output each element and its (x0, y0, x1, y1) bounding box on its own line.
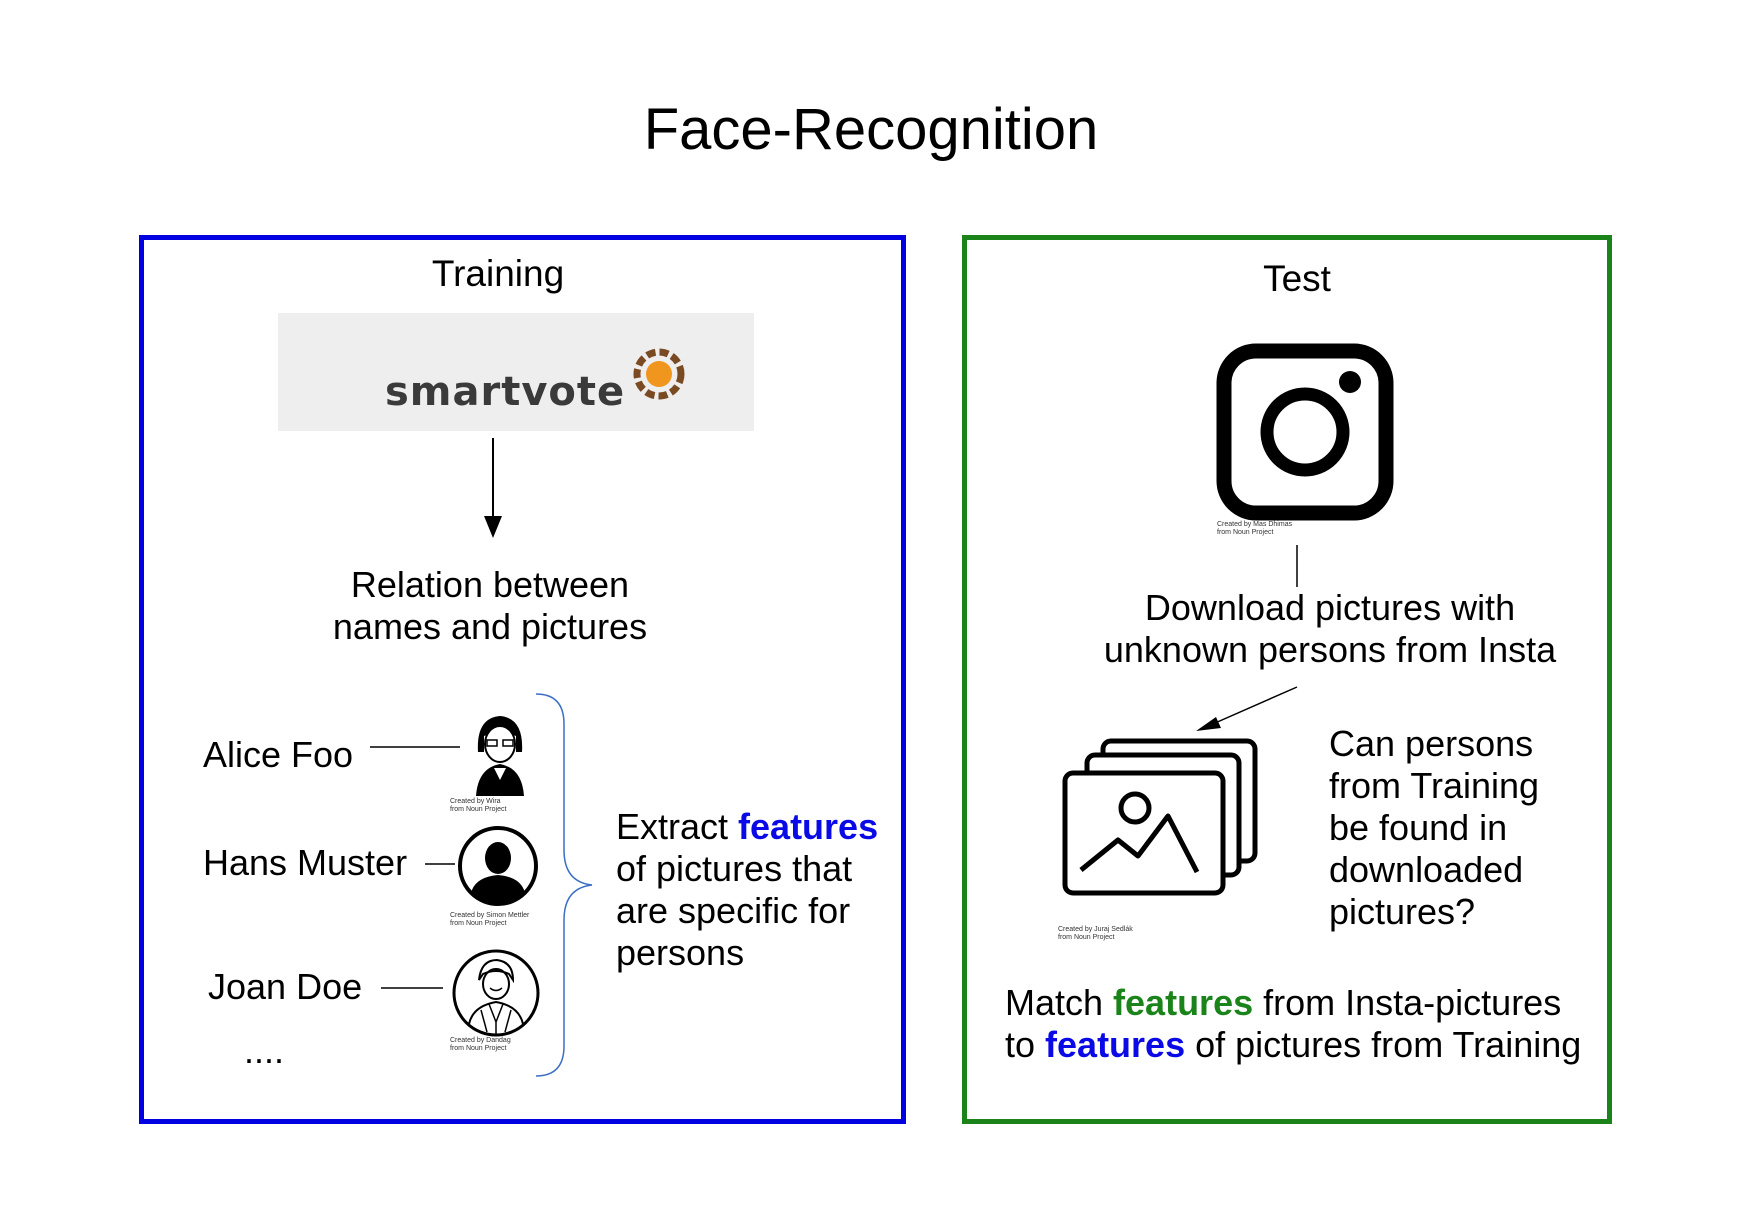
person-name-alice: Alice Foo (203, 734, 354, 775)
relation-text: Relation between names and pictures (300, 564, 680, 648)
extract-line-1: Extract features (616, 806, 879, 847)
extract-text: Extract features of pictures that are sp… (616, 806, 878, 974)
test-title: Test (1263, 258, 1331, 299)
question-line-5: pictures? (1329, 891, 1476, 932)
download-line-1: Download pictures with (1144, 587, 1516, 628)
match-line-2: to features of pictures from Training (1005, 1024, 1582, 1065)
diagonal-arrow (1196, 686, 1298, 731)
man-silhouette-icon (458, 826, 538, 906)
smartvote-logo-icon (633, 348, 685, 400)
connector-line-hans (425, 863, 455, 865)
download-text: Download pictures with unknown persons f… (1070, 587, 1590, 671)
question-line-3: be found in (1329, 807, 1508, 848)
features-green-highlight: features (1113, 982, 1254, 1023)
relation-line-2: names and pictures (332, 606, 648, 647)
instagram-camera-icon (1216, 343, 1394, 521)
down-arrow (484, 438, 502, 538)
match-text: Match features from Insta-pictures to fe… (1005, 982, 1581, 1066)
training-title: Training (431, 253, 565, 294)
features-highlight: features (738, 806, 879, 847)
connector-line-joan (381, 987, 443, 989)
page-title: Face-Recognition (643, 97, 1099, 162)
ellipsis: .... (244, 1030, 285, 1071)
extract-line-4: persons (616, 932, 745, 973)
woman-avatar-icon (476, 716, 524, 796)
match-line-1: Match features from Insta-pictures (1005, 982, 1562, 1023)
download-line-2: unknown persons from Insta (1103, 629, 1557, 670)
question-line-4: downloaded (1329, 849, 1524, 890)
camera-connector-line (1296, 545, 1298, 587)
extract-line-2: of pictures that (616, 848, 853, 889)
features-blue-highlight: features (1045, 1024, 1186, 1065)
man-suit-avatar-icon (452, 949, 540, 1037)
pictures-stack-icon (1062, 738, 1258, 896)
smartvote-logo-text: smartvote (385, 369, 626, 415)
extract-line-3: are specific for (616, 890, 851, 931)
question-text: Can persons from Training be found in do… (1329, 723, 1539, 933)
curly-brace (535, 693, 593, 1077)
person-name-joan: Joan Doe (208, 966, 363, 1007)
relation-line-1: Relation between (350, 564, 630, 605)
person-name-hans: Hans Muster (203, 842, 408, 883)
test-panel (962, 235, 1612, 1124)
connector-line-alice (370, 746, 460, 748)
training-panel (139, 235, 906, 1124)
question-line-2: from Training (1329, 765, 1540, 806)
smartvote-logo (278, 313, 754, 431)
question-line-1: Can persons (1329, 723, 1534, 764)
